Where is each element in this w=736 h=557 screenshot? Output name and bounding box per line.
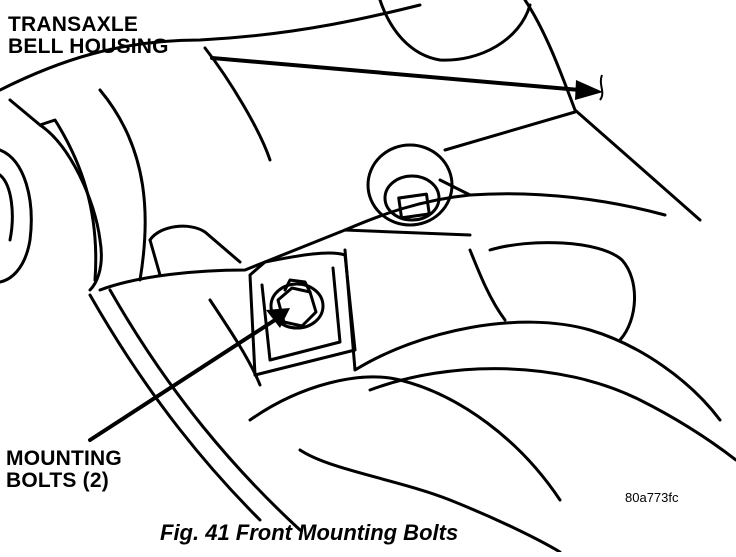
housing-body-top <box>378 0 532 62</box>
housing-crease-2 <box>203 46 272 162</box>
mounting-bolts-label-line-2: BOLTS (2) <box>6 469 109 492</box>
bell-housing-rim <box>8 98 103 292</box>
bell-housing-arrowhead <box>575 80 603 100</box>
mounting-bolts-arrowhead <box>266 308 290 328</box>
housing-body-right <box>523 0 702 222</box>
crossmember-front <box>343 248 722 422</box>
bell-housing-label-line-2: BELL HOUSING <box>8 35 169 58</box>
crossmember-lower <box>368 367 736 462</box>
crossmember-curve <box>248 375 562 502</box>
crossmember-inner <box>468 248 507 322</box>
mount-bracket-arm <box>443 110 577 152</box>
housing-ledge <box>98 228 472 292</box>
mounting-bolts-label: MOUNTING BOLTS (2) <box>6 448 122 492</box>
bell-housing-outline <box>0 3 422 92</box>
reference-code: 80a773fc <box>625 490 679 505</box>
mount-pocket-inner <box>260 266 342 362</box>
mounting-bolts-label-line-1: MOUNTING <box>6 447 122 470</box>
housing-lower-edge <box>88 293 262 522</box>
bushing-ring <box>383 174 441 222</box>
mounting-bolts-leader <box>88 316 280 442</box>
break-squiggle <box>599 74 604 101</box>
bell-housing-leader <box>210 56 582 92</box>
figure-caption: Fig. 41 Front Mounting Bolts <box>160 520 459 545</box>
housing-lower-edge-2 <box>108 288 302 532</box>
bell-housing-label: TRANSAXLE BELL HOUSING <box>8 14 169 58</box>
mount-pocket-ledge <box>148 238 162 277</box>
housing-cylinder-inner <box>0 173 14 242</box>
mounting-bolt-washer <box>269 282 325 330</box>
mount-pocket-outline <box>248 251 357 377</box>
bell-housing-label-line-1: TRANSAXLE <box>8 13 139 36</box>
bell-housing-flange <box>38 118 98 282</box>
mounting-bolt-head <box>276 286 318 328</box>
housing-crease <box>98 88 147 282</box>
mounting-bolt-shank <box>283 278 312 294</box>
crossmember-top <box>488 241 636 342</box>
crossmember-bottom <box>298 448 562 554</box>
bushing-bolt-head <box>397 192 431 220</box>
housing-cylinder-left <box>0 148 33 284</box>
mount-bracket-body <box>343 193 472 232</box>
bushing-outer <box>366 143 454 227</box>
mount-bracket-lower <box>438 178 667 217</box>
mount-pocket-back <box>148 224 242 264</box>
